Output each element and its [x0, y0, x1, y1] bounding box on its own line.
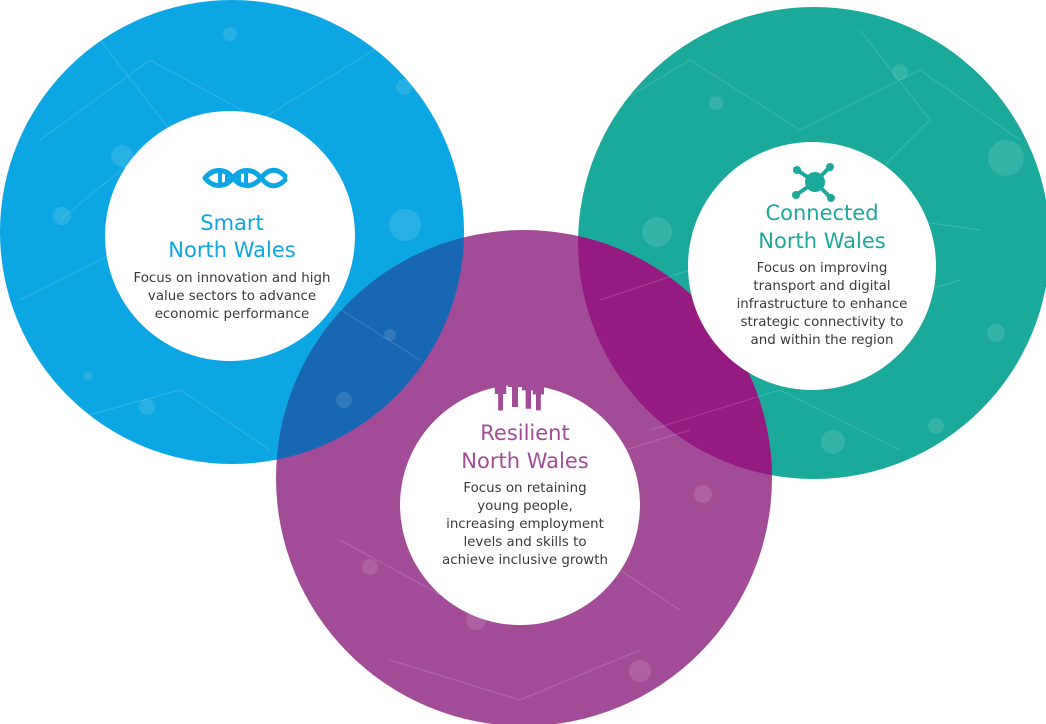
resilient-desc-line4: levels and skills to: [463, 535, 586, 550]
person-icon-1: [494, 367, 507, 411]
overlap-resilient-connected: [578, 230, 772, 479]
center-smart: [105, 111, 355, 361]
network-hub-icon: [792, 163, 835, 202]
connected-desc-line4: strategic connectivity to: [741, 315, 904, 330]
smart-title-line2: North Wales: [168, 238, 295, 262]
resilient-desc-line5: achieve inclusive growth: [442, 553, 608, 568]
people-group-icon: [494, 354, 544, 411]
connected-desc-line2: transport and digital: [753, 279, 890, 294]
smart-desc-line3: economic performance: [155, 307, 310, 322]
connected-desc-line5: and within the region: [751, 333, 894, 348]
person-icon-4: [532, 368, 544, 411]
center-connected: [688, 142, 936, 390]
center-resilient: [400, 385, 640, 625]
smart-desc-line1: Focus on innovation and high: [133, 271, 330, 286]
person-icon-2: [508, 354, 522, 407]
connected-title-line2: North Wales: [758, 229, 885, 253]
dna-icon: [202, 167, 288, 189]
smart-desc-line2: value sectors to advance: [148, 289, 316, 304]
smart-title-line1: Smart: [200, 211, 264, 235]
resilient-title-line1: Resilient: [480, 421, 569, 445]
connected-desc-line1: Focus on improving: [757, 261, 888, 276]
overlap-smart-resilient: [276, 230, 464, 464]
resilient-title-line2: North Wales: [461, 449, 588, 473]
resilient-desc-line1: Focus on retaining: [463, 481, 586, 496]
person-icon-3: [521, 360, 535, 409]
resilient-desc-line2: young people,: [477, 499, 573, 514]
connected-title-line1: Connected: [765, 201, 878, 225]
resilient-desc-line3: increasing employment: [446, 517, 604, 532]
connected-desc-line3: infrastructure to enhance: [737, 297, 908, 312]
